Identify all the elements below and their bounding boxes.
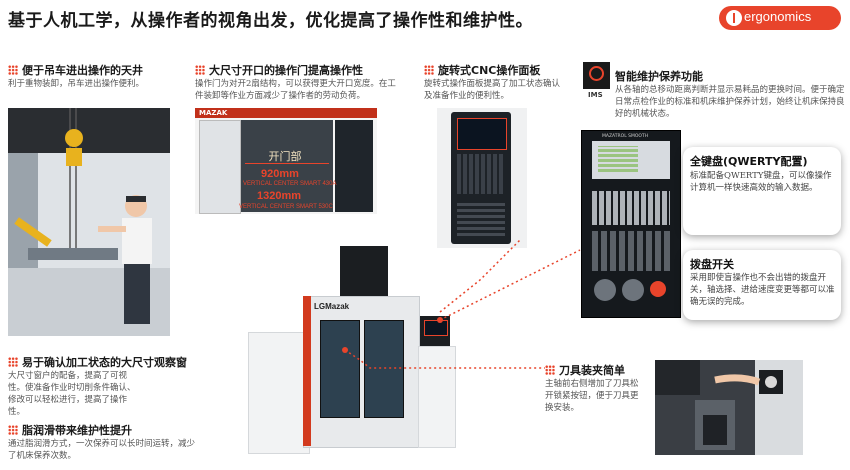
dimension-line-1 (245, 163, 329, 164)
ims-icon-label: IMS (588, 91, 603, 99)
door-top-bar (195, 108, 377, 118)
cnc-screen (457, 118, 507, 150)
machine-brand: LGMazak (314, 302, 350, 311)
machine-left-cover (248, 332, 310, 454)
cnc-description: 旋转式操作面板提高了加工状态确认及准备作业的便利性。 (424, 79, 561, 101)
keyboard-description: 标准配备QWERTY键盘，可以像操作计算机一样快速高效的输入数据。 (690, 171, 832, 193)
model-530c: VERTICAL CENTER SMART 530C (239, 204, 333, 210)
door-heading: 大尺寸开口的操作门提高操作性 (195, 62, 363, 78)
machine-right-cover (418, 346, 456, 448)
panel-estop (650, 281, 666, 297)
lube-description: 通过脂润滑方式，一次保养可以长时间运转，减少了机床保养次数。 (8, 439, 196, 461)
tool-heading: 刀具装夹简单 (545, 362, 625, 378)
cnc-keypad (457, 154, 505, 194)
tool-clamp-photo (655, 360, 803, 455)
page-title: 基于人机工学，从操作者的视角出发，优化提高了操作性和维护性。 (8, 11, 533, 31)
panel-screen-content (598, 146, 638, 172)
control-panel-photo: MAZATROL SMOOTH (581, 130, 681, 318)
panel-dial-2 (622, 279, 644, 301)
ims-heading: 智能维护保养功能 (615, 70, 703, 83)
bullet-dots-icon (8, 65, 18, 75)
window-description: 大尺寸窗户的配备，提高了可视性。使准备作业时切削条件确认、修改可以轻松进行，提高… (8, 371, 136, 417)
machine-photo: LGMazak (248, 246, 458, 460)
bullet-dots-icon (424, 65, 434, 75)
door-opening-photo: MAZAK 开门部 920mm VERTICAL CENTER SMART 43… (195, 108, 377, 214)
machine-panel-screen (424, 320, 448, 336)
dimension-920: 920mm (261, 168, 299, 180)
window-heading: 易于确认加工状态的大尺寸观察窗 (8, 354, 187, 370)
dial-heading: 拨盘开关 (690, 258, 734, 271)
keyboard-heading: 全键盘(QWERTY配置) (690, 155, 808, 168)
cnc-heading: 旋转式CNC操作面板 (424, 62, 540, 78)
cnc-panel-photo (437, 108, 527, 248)
ergonomics-logo-icon (726, 10, 742, 26)
tool-description: 主轴前右侧增加了刀具松开锁紧按钮，便于刀具更换安装。 (545, 379, 639, 413)
panel-brand: MAZATROL SMOOTH (602, 134, 649, 139)
tool-illustration (655, 360, 803, 455)
bullet-dots-icon (8, 425, 18, 435)
door-brand: MAZAK (199, 109, 228, 117)
door-right-panel (335, 120, 373, 212)
panel-function-keys (592, 231, 670, 271)
ergonomics-badge-text: ergonomics (744, 9, 812, 24)
panel-dial-1 (594, 279, 616, 301)
lube-heading: 脂润滑带来维护性提升 (8, 422, 132, 438)
ims-icon (583, 62, 610, 89)
keyboard-card (683, 147, 841, 235)
panel-screen (592, 141, 670, 179)
door-description: 操作门为对开2扇结构，可以获得更大开口宽度。在工件装卸等作业方面减少了操作者的劳… (195, 79, 396, 101)
opening-label: 开门部 (268, 150, 302, 163)
bullet-dots-icon (8, 357, 18, 367)
panel-keyboard (592, 191, 670, 225)
bullet-dots-icon (545, 365, 555, 375)
crane-heading: 便于吊车进出操作的天井 (8, 62, 143, 78)
bullet-dots-icon (195, 65, 205, 75)
ims-gear-icon (589, 66, 604, 81)
machine-control-panel (420, 316, 450, 362)
machine-window-left (320, 320, 360, 418)
machine-red-stripe (303, 296, 311, 446)
door-left-panel (199, 120, 241, 214)
cnc-buttons (457, 200, 505, 236)
crane-photo (8, 108, 170, 336)
crane-illustration (8, 108, 170, 336)
model-430a: VERTICAL CENTER SMART 430A (243, 181, 337, 187)
crane-description: 利于重物装卸，吊车进出操作便利。 (8, 79, 145, 89)
dimension-1320: 1320mm (257, 190, 302, 202)
dial-card (683, 250, 841, 320)
door-interior (241, 120, 333, 212)
dial-description: 采用即使盲操作也不会出错的拨盘开关，轴选择、进给速度变更等都可以准确无误的完成。 (690, 273, 835, 307)
machine-window-right (364, 320, 404, 418)
ims-description: 从各轴的总移动距离判断并显示易耗品的更换时间。便于确定日常点检作业的标准和机床维… (615, 85, 845, 119)
